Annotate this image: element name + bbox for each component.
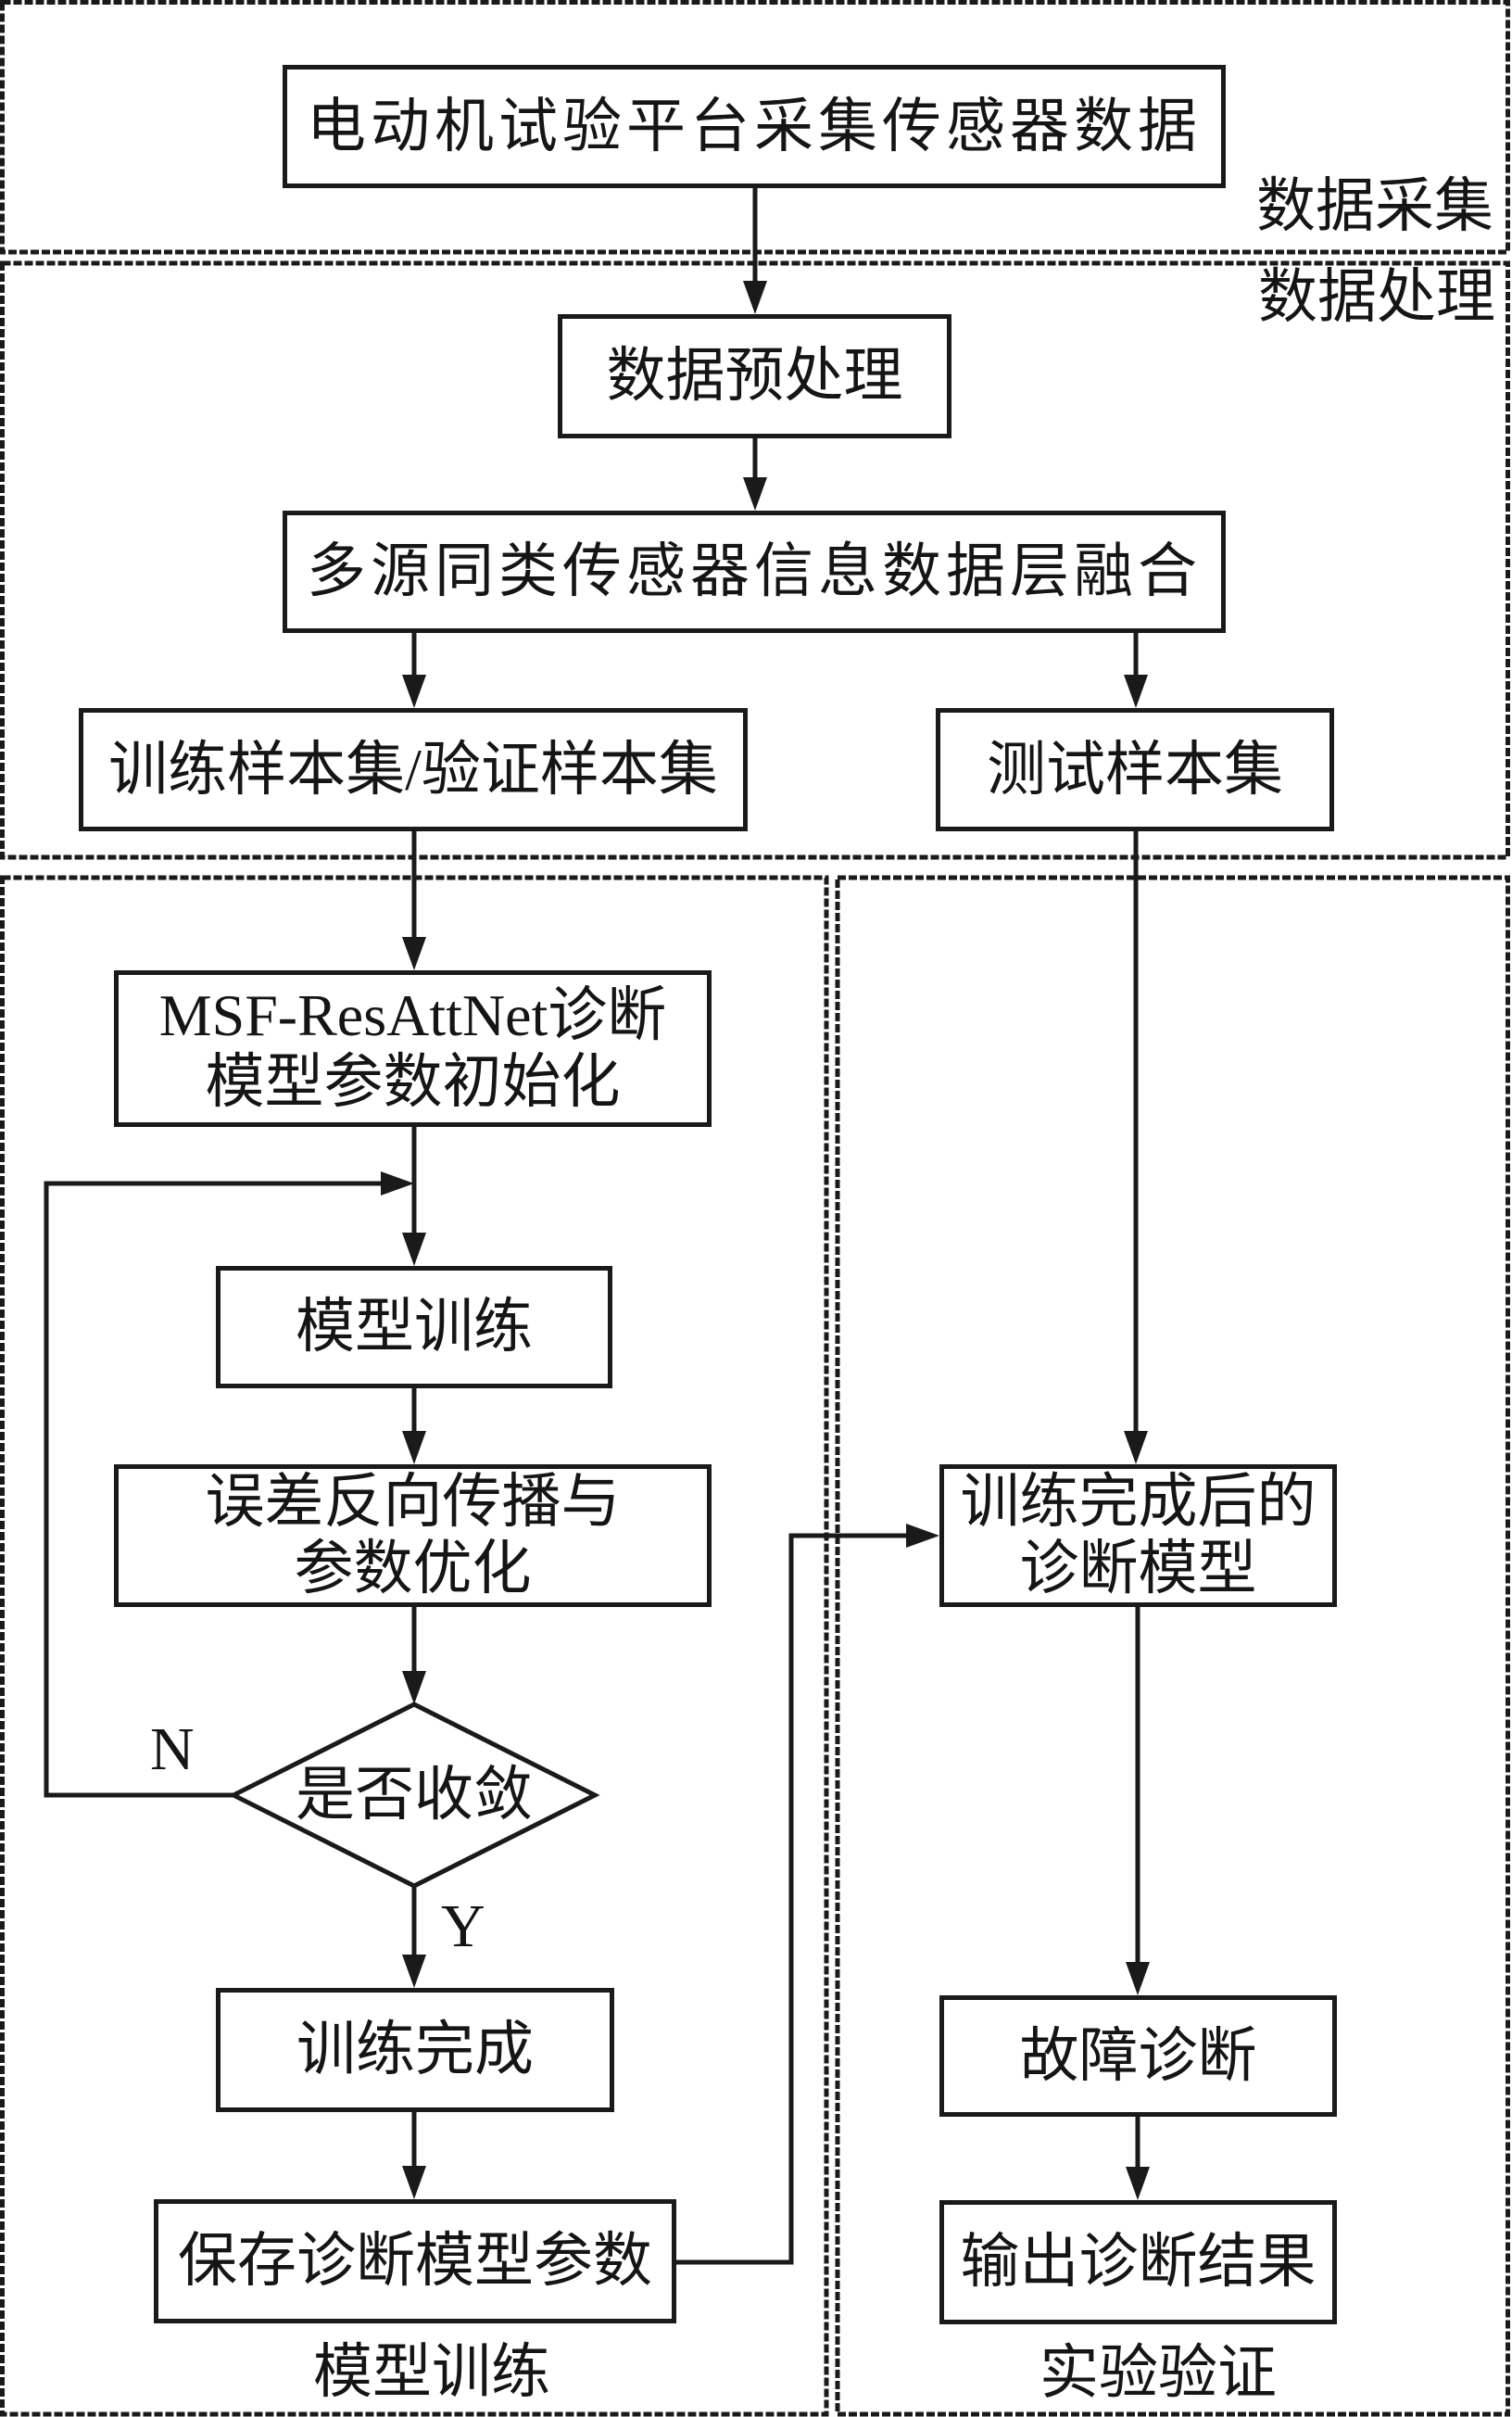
node-label: 保存诊断模型参数 — [178, 2228, 652, 2294]
region-label-experimental-validation: 实验验证 — [1040, 2340, 1277, 2406]
node-label: 模型训练 — [296, 1294, 533, 1360]
region-label-model-training: 模型训练 — [313, 2339, 550, 2405]
node-label: 电动机试验平台采集传感器数据 — [307, 93, 1202, 159]
node-label-line-2: 模型参数初始化 — [205, 1048, 621, 1115]
edge-label-no: N — [150, 1715, 195, 1783]
node-model-training: 模型训练 — [216, 1266, 612, 1388]
node-label-line-2: 参数优化 — [294, 1536, 532, 1601]
edge-label-yes: Y — [441, 1892, 485, 1960]
node-label-line-1: 训练完成后的 — [960, 1469, 1317, 1535]
node-save-params: 保存诊断模型参数 — [154, 2199, 676, 2323]
node-model-init: MSF-ResAttNet诊断 模型参数初始化 — [114, 970, 712, 1127]
region-label-data-processing: 数据处理 — [1258, 264, 1495, 330]
node-label: 数据预处理 — [606, 343, 903, 409]
node-fault-diagnosis: 故障诊断 — [939, 1995, 1337, 2117]
node-label-line-1: MSF-ResAttNet诊断 — [158, 981, 667, 1048]
region-frame-experimental-validation — [835, 875, 1510, 2417]
node-output-result: 输出诊断结果 — [939, 2200, 1337, 2324]
edge-converged-no-loop — [44, 1171, 414, 1798]
node-collect-sensor-data: 电动机试验平台采集传感器数据 — [283, 65, 1226, 188]
node-training-done: 训练完成 — [216, 1988, 614, 2112]
decision-converged-label: 是否收敛 — [296, 1762, 533, 1828]
node-backprop-optimization: 误差反向传播与 参数优化 — [114, 1464, 712, 1607]
node-multisource-fusion: 多源同类传感器信息数据层融合 — [283, 511, 1226, 633]
node-data-preprocessing: 数据预处理 — [558, 314, 951, 438]
region-label-data-acquisition: 数据采集 — [1256, 173, 1493, 239]
node-label-line-2: 诊断模型 — [1019, 1536, 1257, 1601]
edge-save-to-trained-model — [676, 1524, 939, 2265]
node-train-val-set: 训练样本集/验证样本集 — [79, 708, 748, 831]
node-label-line-1: 误差反向传播与 — [205, 1469, 621, 1535]
node-label: 训练样本集/验证样本集 — [108, 736, 718, 803]
node-label: 多源同类传感器信息数据层融合 — [307, 538, 1202, 604]
node-label: 输出诊断结果 — [960, 2229, 1317, 2295]
decision-diamond-shape — [228, 1702, 600, 1889]
node-label: 测试样本集 — [987, 736, 1283, 803]
node-test-set: 测试样本集 — [936, 708, 1334, 831]
node-label: 训练完成 — [296, 2017, 534, 2082]
node-label: 故障诊断 — [1019, 2022, 1257, 2089]
node-trained-model: 训练完成后的 诊断模型 — [939, 1464, 1337, 1607]
